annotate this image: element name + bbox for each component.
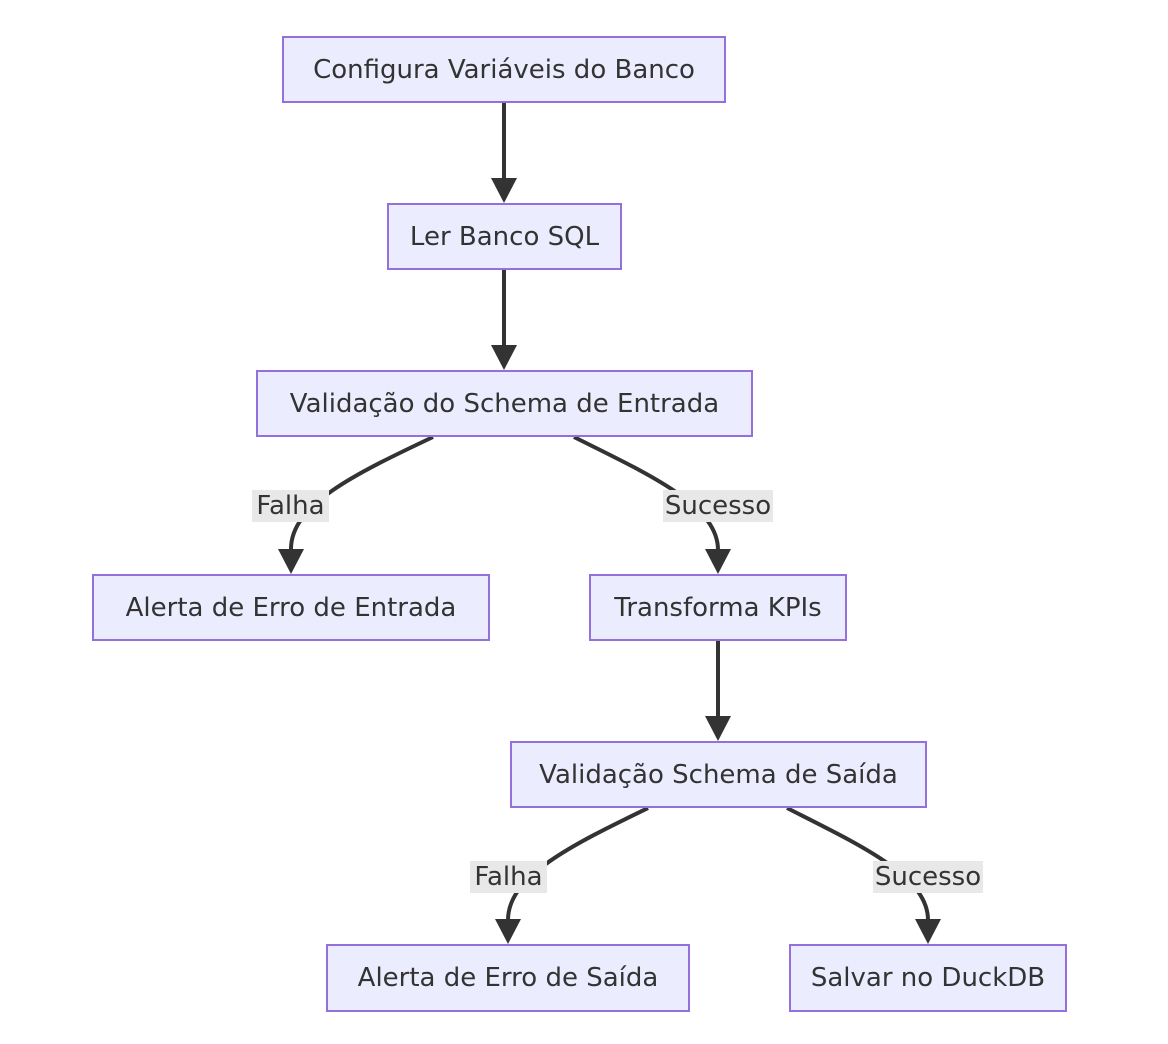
node-output-error-alert: Alerta de Erro de Saída xyxy=(326,944,690,1012)
arrowhead-transform-to-validate-output xyxy=(705,716,731,741)
arrowhead-read-to-validate-input xyxy=(491,345,517,370)
edge-label-output-fail: Falha xyxy=(470,861,547,893)
node-transform-kpis: Transforma KPIs xyxy=(589,574,847,641)
node-save-duckdb: Salvar no DuckDB xyxy=(789,944,1067,1012)
arrowhead-validate-output-to-error xyxy=(495,919,521,944)
node-read-sql: Ler Banco SQL xyxy=(387,203,622,270)
arrowhead-config-to-read xyxy=(491,178,517,203)
arrowhead-validate-input-to-error xyxy=(278,549,304,574)
edge-label-output-success: Sucesso xyxy=(873,861,983,893)
edge-validate-input-to-error xyxy=(288,435,434,551)
arrowhead-validate-output-to-save xyxy=(915,919,941,944)
node-config-vars: Configura Variáveis do Banco xyxy=(282,36,726,103)
edge-label-input-success: Sucesso xyxy=(663,490,773,522)
edge-validate-output-to-error xyxy=(506,806,649,921)
node-validate-output: Validação Schema de Saída xyxy=(510,741,927,808)
node-input-error-alert: Alerta de Erro de Entrada xyxy=(92,574,490,641)
arrowhead-validate-input-to-transform xyxy=(705,549,731,574)
node-validate-input: Validação do Schema de Entrada xyxy=(256,370,753,437)
edge-label-input-fail: Falha xyxy=(252,490,329,522)
